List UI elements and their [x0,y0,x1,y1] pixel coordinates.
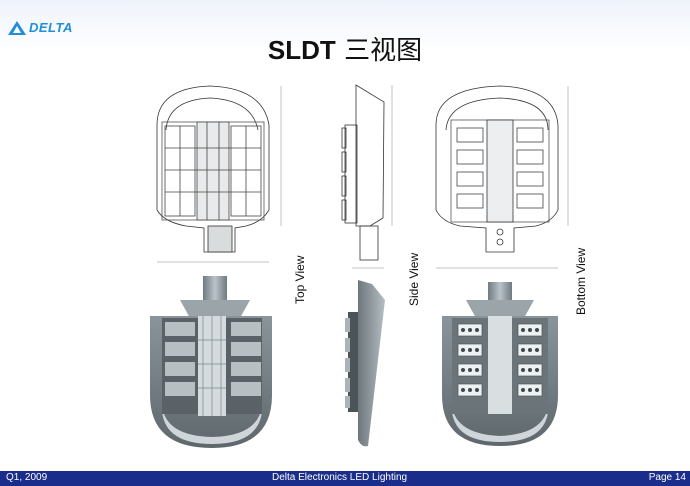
top-view-label: Top View [293,255,307,304]
bottom-view-line-drawing [435,85,569,269]
page-title: SLDT 三视图 [0,30,690,67]
title-rest: 三视图 [335,36,423,66]
side-view-render [345,280,385,447]
top-view-render [150,276,272,448]
footer-date: Q1, 2009 [6,472,48,483]
footer-page-number: Page 14 [648,472,686,483]
title-bold: SLDT [267,35,336,65]
header-band [0,0,690,52]
bottom-view-render [442,282,558,446]
footer-company: Delta Electronics LED Lighting [272,472,408,483]
logo-text: DELTA [29,20,73,35]
footer-bar: Q1, 2009 Delta Electronics LED Lighting … [0,471,690,486]
delta-triangle-icon [8,20,26,35]
delta-logo: DELTA [8,20,73,35]
top-view-line-drawing [156,85,282,263]
bottom-view-label: Bottom View [574,247,588,315]
side-view-line-drawing [341,84,393,269]
side-view-label: Side View [407,252,421,306]
